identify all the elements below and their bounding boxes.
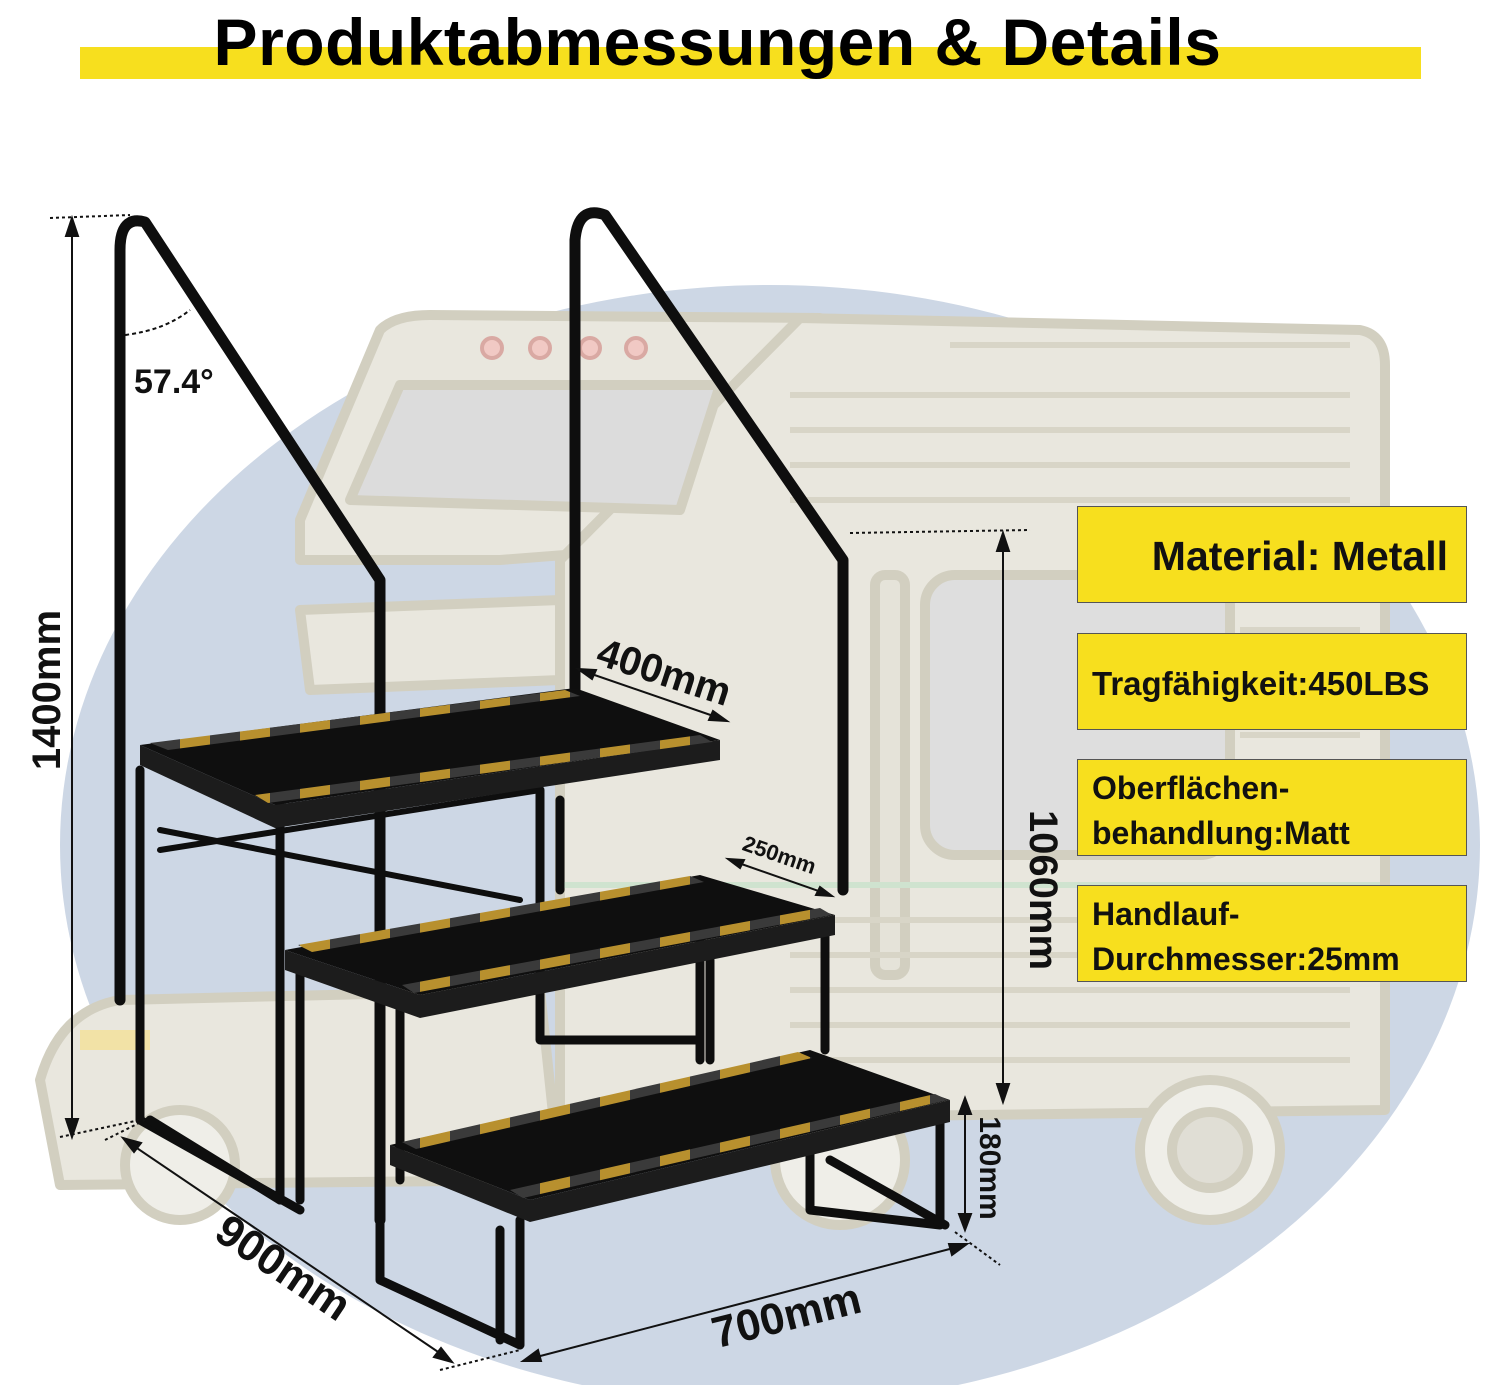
step-height-label: 180mm <box>973 1116 1006 1219</box>
spec-surface-line2: behandlung:Matt <box>1092 815 1350 851</box>
title-banner: Produktabmessungen & Details <box>0 0 1500 90</box>
spec-handrail-line1: Handlauf- <box>1092 896 1240 932</box>
step-treads <box>140 688 950 1222</box>
spec-handrail-line2: Durchmesser:25mm <box>1092 941 1400 977</box>
right-handrail <box>569 207 849 896</box>
spec-load-capacity-text: Tragfähigkeit:450LBS <box>1092 665 1430 702</box>
total-height-label: 1400mm <box>25 610 69 770</box>
top-platform <box>140 688 720 805</box>
rv-front-light <box>80 1030 150 1050</box>
spec-handrail-text: Handlauf- Durchmesser:25mm <box>1092 892 1456 982</box>
spec-material-text: Material: Metall <box>1151 533 1448 579</box>
title-highlight-bar <box>80 47 1421 79</box>
spec-handrail-box: Handlauf- Durchmesser:25mm <box>1077 885 1467 982</box>
spec-load-capacity-box: Tragfähigkeit:450LBS <box>1077 633 1467 730</box>
spec-material-box: Material: Metall <box>1077 506 1467 603</box>
handrail-angle-label: 57.4° <box>134 363 214 401</box>
left-handrail <box>114 215 386 1226</box>
middle-step <box>285 875 835 995</box>
dimension-lines <box>49 214 1031 1371</box>
spec-surface-text: Oberflächen- behandlung:Matt <box>1092 766 1456 856</box>
platform-height-label: 1060mm <box>1021 810 1065 970</box>
page-title: Produktabmessungen & Details <box>213 5 1222 79</box>
spec-surface-line1: Oberflächen- <box>1092 770 1290 806</box>
spec-surface-box: Oberflächen- behandlung:Matt <box>1077 759 1467 856</box>
bottom-step <box>390 1050 950 1200</box>
